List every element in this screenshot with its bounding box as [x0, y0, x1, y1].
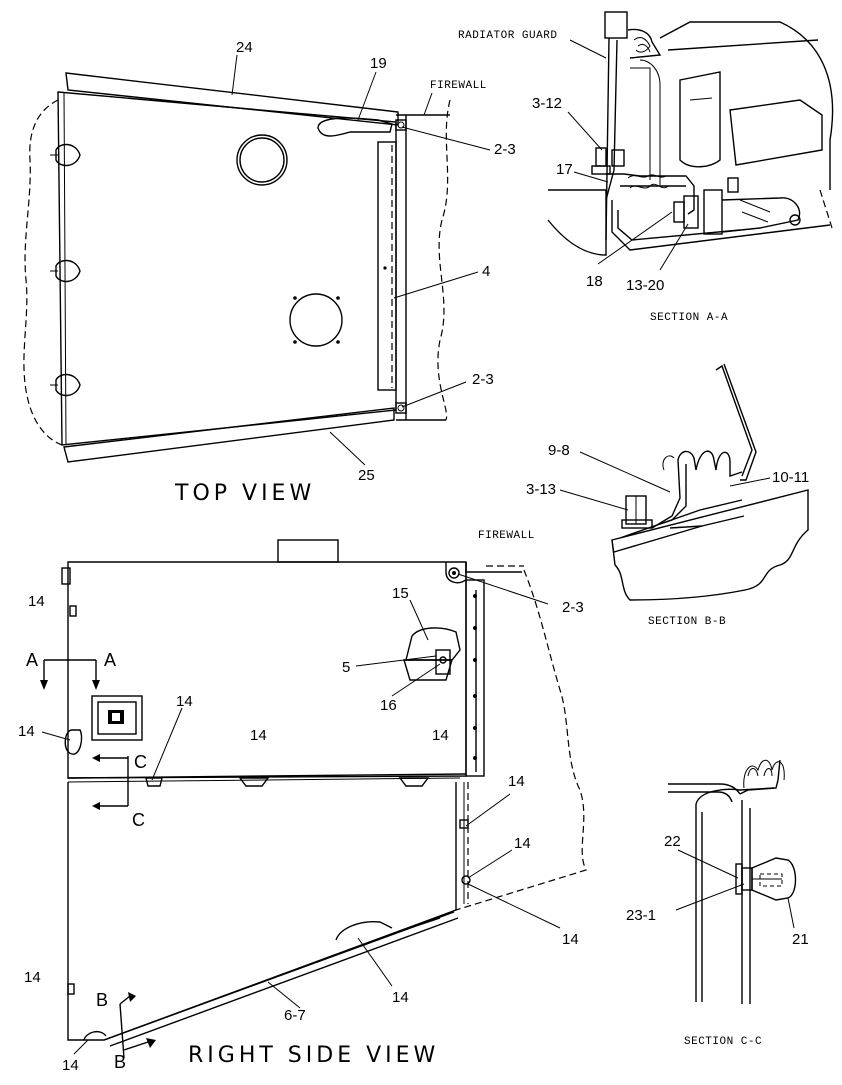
section-a-a-title: SECTION A-A	[650, 312, 728, 324]
callout-14-strip: 14	[392, 989, 409, 1006]
callout-3-12: 3-12	[532, 95, 562, 112]
callout-2-3-top-upper: 2-3	[494, 141, 516, 158]
callout-16: 16	[380, 697, 397, 714]
callout-13-20: 13-20	[626, 277, 664, 294]
section-b-b-drawing	[559, 363, 809, 601]
callout-2-3-top-lower: 2-3	[472, 371, 494, 388]
callout-15: 15	[392, 585, 409, 602]
callout-14-top-left: 14	[28, 593, 45, 610]
callout-14-bottom-left: 14	[24, 969, 41, 986]
callout-17: 17	[556, 161, 573, 178]
callout-14-foot-1: 14	[176, 693, 193, 710]
section-marker-c-bottom: C	[132, 810, 145, 830]
callout-14-foot-3: 14	[432, 727, 449, 744]
callout-4: 4	[482, 263, 490, 280]
callout-14-edge-1: 14	[508, 773, 525, 790]
section-b-b-title: SECTION B-B	[648, 616, 726, 628]
callout-2-3-side: 2-3	[562, 599, 584, 616]
right-side-view-drawing	[40, 539, 587, 1059]
callout-3-13: 3-13	[526, 481, 556, 498]
callout-21: 21	[792, 931, 809, 948]
callout-14-edge-3: 14	[562, 931, 579, 948]
section-a-a-drawing	[547, 11, 834, 271]
callout-14-handle: 14	[18, 723, 35, 740]
section-c-c-title: SECTION C-C	[684, 1036, 762, 1048]
callout-14-foot-2: 14	[250, 727, 267, 744]
callout-22: 22	[664, 833, 681, 850]
callout-10-11: 10-11	[772, 469, 809, 486]
top-view-title: TOP VIEW	[174, 481, 315, 506]
right-side-view-title: RIGHT SIDE VIEW	[188, 1043, 439, 1068]
section-marker-b-bottom: B	[114, 1052, 126, 1072]
callout-9-8: 9-8	[548, 442, 570, 459]
callout-19: 19	[370, 55, 387, 72]
section-c-c-drawing	[668, 759, 797, 1004]
firewall-label-side: FIREWALL	[478, 530, 535, 542]
section-marker-a-right: A	[104, 650, 116, 670]
callout-5: 5	[342, 659, 350, 676]
section-marker-c-top: C	[134, 752, 147, 772]
callout-6-7: 6-7	[284, 1007, 306, 1024]
callout-14-corner: 14	[62, 1057, 79, 1074]
callout-25: 25	[358, 467, 375, 484]
top-view-drawing	[23, 54, 491, 466]
firewall-label-top: FIREWALL	[430, 80, 487, 92]
callout-14-edge-2: 14	[514, 835, 531, 852]
callout-23-1: 23-1	[626, 907, 656, 924]
section-marker-a-left: A	[26, 650, 38, 670]
section-marker-b-top: B	[96, 990, 108, 1010]
radiator-guard-label: RADIATOR GUARD	[458, 30, 557, 42]
callout-24: 24	[236, 39, 253, 56]
callout-18: 18	[586, 273, 603, 290]
